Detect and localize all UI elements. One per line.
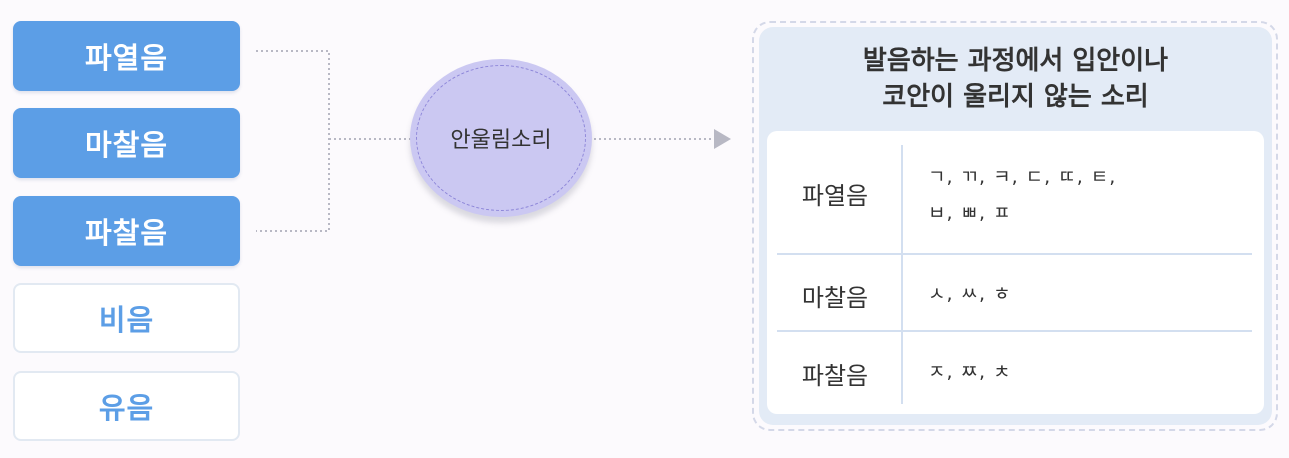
table-divider-row-1 — [777, 253, 1252, 255]
table-row-label-plosive: 파열음 — [801, 182, 869, 210]
circle-label: 안울림소리 — [450, 128, 552, 153]
table-row-label-fricative: 마찰음 — [801, 284, 869, 312]
category-nasal: 비음 — [13, 283, 240, 353]
arrow-head-icon — [714, 129, 731, 149]
table-row-label-affricate: 파찰음 — [801, 362, 869, 390]
voiceless-sound-circle: 안울림소리 — [410, 59, 592, 217]
category-affricate: 파찰음 — [13, 196, 240, 266]
definition-panel-border — [752, 21, 1278, 431]
category-plosive: 파열음 — [13, 21, 240, 91]
bracket-connector — [256, 50, 330, 232]
table-row-value-affricate: ㅈ, ㅉ, ㅊ — [928, 361, 1012, 383]
definition-title: 발음하는 과정에서 입안이나 코안이 울리지 않는 소리 — [759, 43, 1272, 115]
definition-line-1: 발음하는 과정에서 입안이나 — [862, 46, 1169, 76]
definition-line-2: 코안이 울리지 않는 소리 — [882, 82, 1149, 112]
category-liquid: 유음 — [13, 371, 240, 441]
table-row-value-plosive: ㄱ, ㄲ, ㅋ, ㄷ, ㄸ, ㅌ, ㅂ, ㅃ, ㅍ — [928, 159, 1248, 231]
table-divider-vertical — [901, 145, 903, 404]
plosive-consonants-line-1: ㄱ, ㄲ, ㅋ, ㄷ, ㄸ, ㅌ, — [928, 166, 1117, 188]
plosive-consonants-line-2: ㅂ, ㅃ, ㅍ — [928, 202, 1012, 224]
table-row-value-fricative: ㅅ, ㅆ, ㅎ — [928, 283, 1012, 305]
table-divider-row-2 — [777, 330, 1252, 332]
category-fricative: 마찰음 — [13, 108, 240, 178]
consonant-table — [767, 131, 1264, 414]
